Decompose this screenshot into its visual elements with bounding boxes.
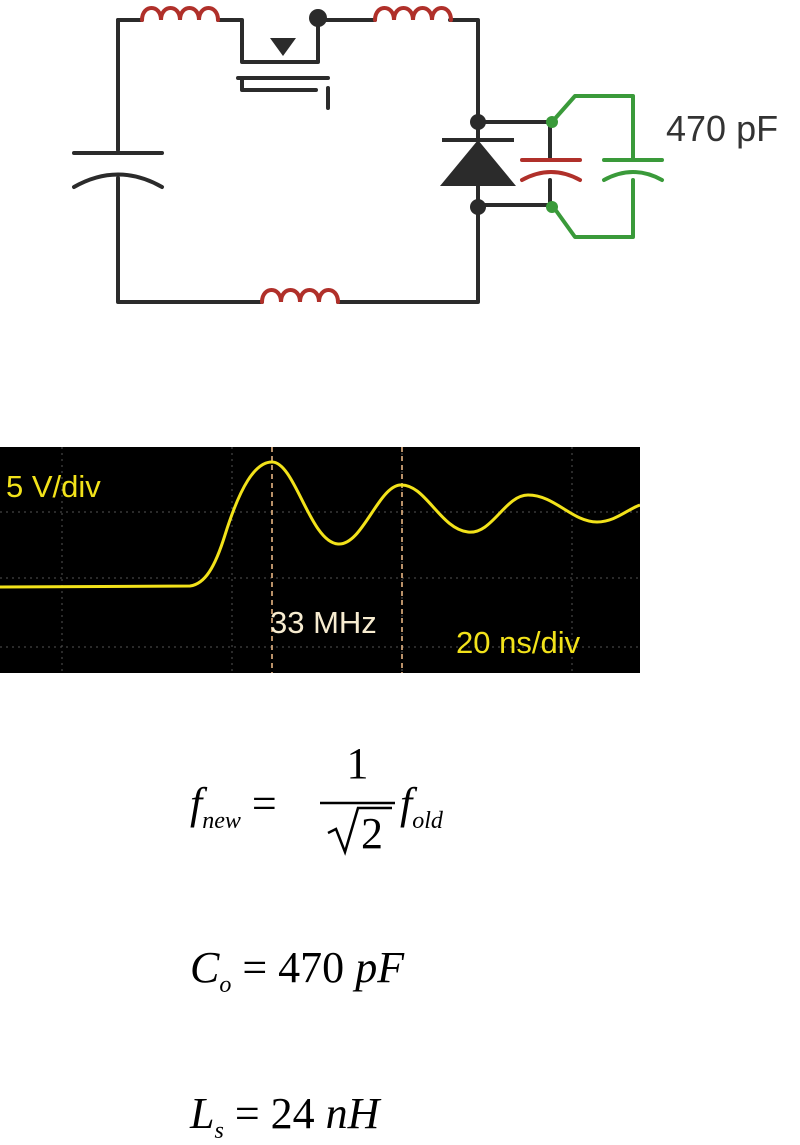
junction-dot xyxy=(470,114,486,130)
frequency-fraction: 1 xyxy=(320,738,395,789)
input-cap-bottom-plate xyxy=(72,172,164,189)
wire-left-top xyxy=(116,18,480,304)
mosfet-arrow-icon xyxy=(270,38,296,56)
junction-dot xyxy=(470,199,486,215)
time-per-div-label: 20 ns/div xyxy=(456,625,581,660)
inductor-bottom xyxy=(260,288,340,304)
inductance-equation: Ls = 24 nH xyxy=(190,1089,380,1144)
waveform-trace xyxy=(0,460,640,589)
circuit-schematic xyxy=(72,6,664,304)
added-cap-bottom-plate xyxy=(602,170,664,182)
frequency-label: 33 MHz xyxy=(270,605,377,640)
fraction-denominator: 2 xyxy=(361,809,383,858)
junction-dot xyxy=(309,9,327,27)
diode-icon xyxy=(440,138,516,186)
junction-dot xyxy=(546,116,558,128)
inductor-top-left xyxy=(140,6,220,22)
parasitic-cap-bottom-plate xyxy=(520,170,582,182)
frequency-equation: fnew = xyxy=(190,779,277,834)
inductor-top-right xyxy=(373,6,453,22)
wire-top xyxy=(116,18,377,47)
oscilloscope-capture: 5 V/div 33 MHz 20 ns/div xyxy=(0,447,640,673)
junction-dot xyxy=(546,201,558,213)
capacitor-value-label: 470 pF xyxy=(666,108,779,149)
added-cap-wires xyxy=(550,94,635,239)
mosfet-gate xyxy=(236,76,330,110)
fraction-numerator: 1 xyxy=(346,739,369,788)
frequency-equation-rhs: fold xyxy=(400,779,443,834)
wire-right-top xyxy=(448,18,480,124)
mosfet-drain-wire xyxy=(240,18,320,64)
volts-per-div-label: 5 V/div xyxy=(6,469,101,504)
capacitance-equation: Co = 470 pF xyxy=(190,943,405,998)
